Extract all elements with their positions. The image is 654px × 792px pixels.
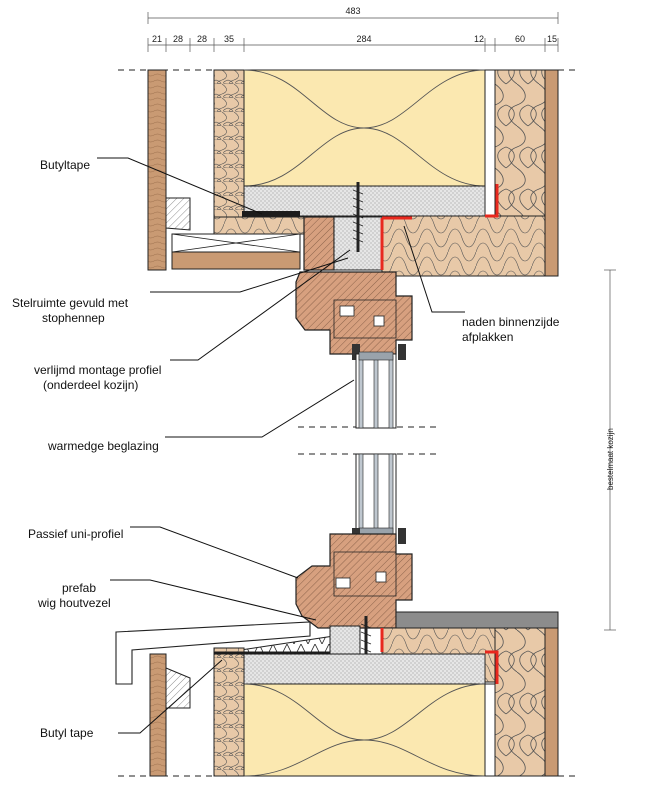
frame-block-bottom xyxy=(329,625,361,655)
inner-finish-bottom xyxy=(544,627,559,777)
butyl-tape-top xyxy=(242,211,300,217)
inner-insulation-bottom xyxy=(494,627,546,777)
top-wall xyxy=(147,69,559,277)
bestelmaat-label: bestelmaat kozijn xyxy=(606,428,615,490)
dim-seg-4: 35 xyxy=(224,34,234,44)
frame-profile-bottom xyxy=(295,533,413,629)
head-insulation xyxy=(381,215,546,277)
label-uniprofiel: Passief uni-profiel xyxy=(28,527,123,541)
inner-sill xyxy=(395,611,559,629)
frame-block-top xyxy=(303,216,335,271)
stipple-board-bottom xyxy=(243,653,486,685)
window-frame xyxy=(295,271,413,629)
leader-lines xyxy=(97,157,465,734)
inner-finish-top xyxy=(544,69,559,277)
label-butyl-bottom: Butyl tape xyxy=(40,726,94,740)
label-prefab-1: prefab xyxy=(62,581,96,595)
label-stelruimte-2: stophennep xyxy=(42,311,105,325)
label-glazing: warmedge beglazing xyxy=(47,439,159,453)
red-tape-bottom xyxy=(380,628,499,684)
outer-cladding-bottom xyxy=(149,653,167,777)
dimension-lines xyxy=(147,12,559,52)
dim-seg-1: 21 xyxy=(152,34,162,44)
label-montage-2: (onderdeel kozijn) xyxy=(43,378,138,392)
red-tape-top xyxy=(380,184,499,270)
dim-seg-6: 12 xyxy=(474,34,484,44)
woodfiber-strip-top xyxy=(213,216,305,235)
dim-seg-3: 28 xyxy=(197,34,207,44)
bottom-wall xyxy=(115,611,559,777)
inner-insulation-top xyxy=(494,69,546,217)
label-naden-2: afplakken xyxy=(462,330,513,344)
label-prefab-2: wig houtvezel xyxy=(37,596,111,610)
label-montage-1: verlijmd montage profiel xyxy=(34,363,161,377)
drip-wedge-top xyxy=(165,197,191,231)
drip-wedge-bottom xyxy=(165,667,191,709)
label-butyltape-top: Butyltape xyxy=(40,158,90,172)
dim-seg-2: 28 xyxy=(173,34,183,44)
label-naden-1: naden binnenzijde xyxy=(462,315,560,329)
dim-seg-8: 15 xyxy=(547,34,557,44)
insulation-bottom xyxy=(243,683,486,777)
dim-total: 483 xyxy=(345,6,360,16)
lintel-board xyxy=(171,251,301,270)
dim-seg-5: 284 xyxy=(356,34,371,44)
woodfiber-board-bottom xyxy=(213,647,245,777)
dim-seg-7: 60 xyxy=(515,34,525,44)
outer-sill xyxy=(115,621,311,685)
label-stelruimte-1: Stelruimte gevuld met xyxy=(12,296,129,310)
bestelmaat-dimension xyxy=(604,269,616,631)
